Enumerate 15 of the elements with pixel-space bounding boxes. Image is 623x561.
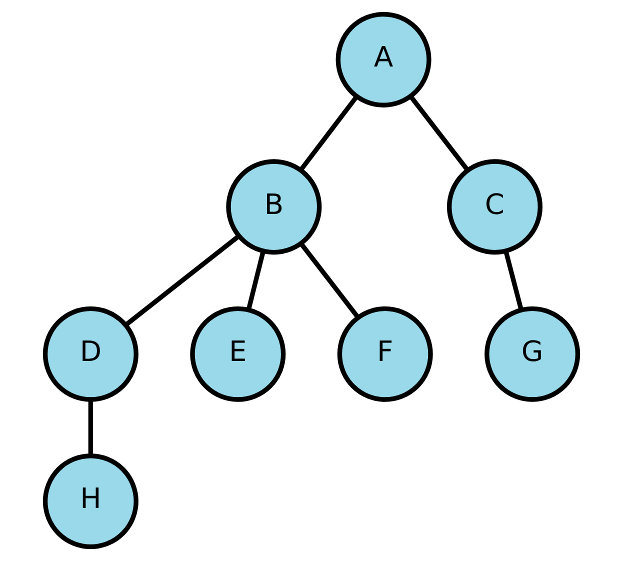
connector bbox=[88, 400, 94, 456]
node-circle: B bbox=[226, 159, 322, 255]
node-circle: A bbox=[336, 12, 432, 108]
connector bbox=[300, 242, 360, 319]
node-circle: F bbox=[337, 306, 433, 402]
node-circle: G bbox=[484, 306, 580, 402]
connector bbox=[504, 251, 524, 310]
connector bbox=[409, 95, 470, 172]
node-circle: D bbox=[42, 306, 138, 402]
connector bbox=[298, 95, 358, 172]
node-circle: H bbox=[42, 454, 138, 550]
node-circle: C bbox=[446, 159, 542, 255]
connector bbox=[246, 251, 266, 310]
node-circle: E bbox=[190, 306, 286, 402]
connector bbox=[124, 234, 240, 327]
